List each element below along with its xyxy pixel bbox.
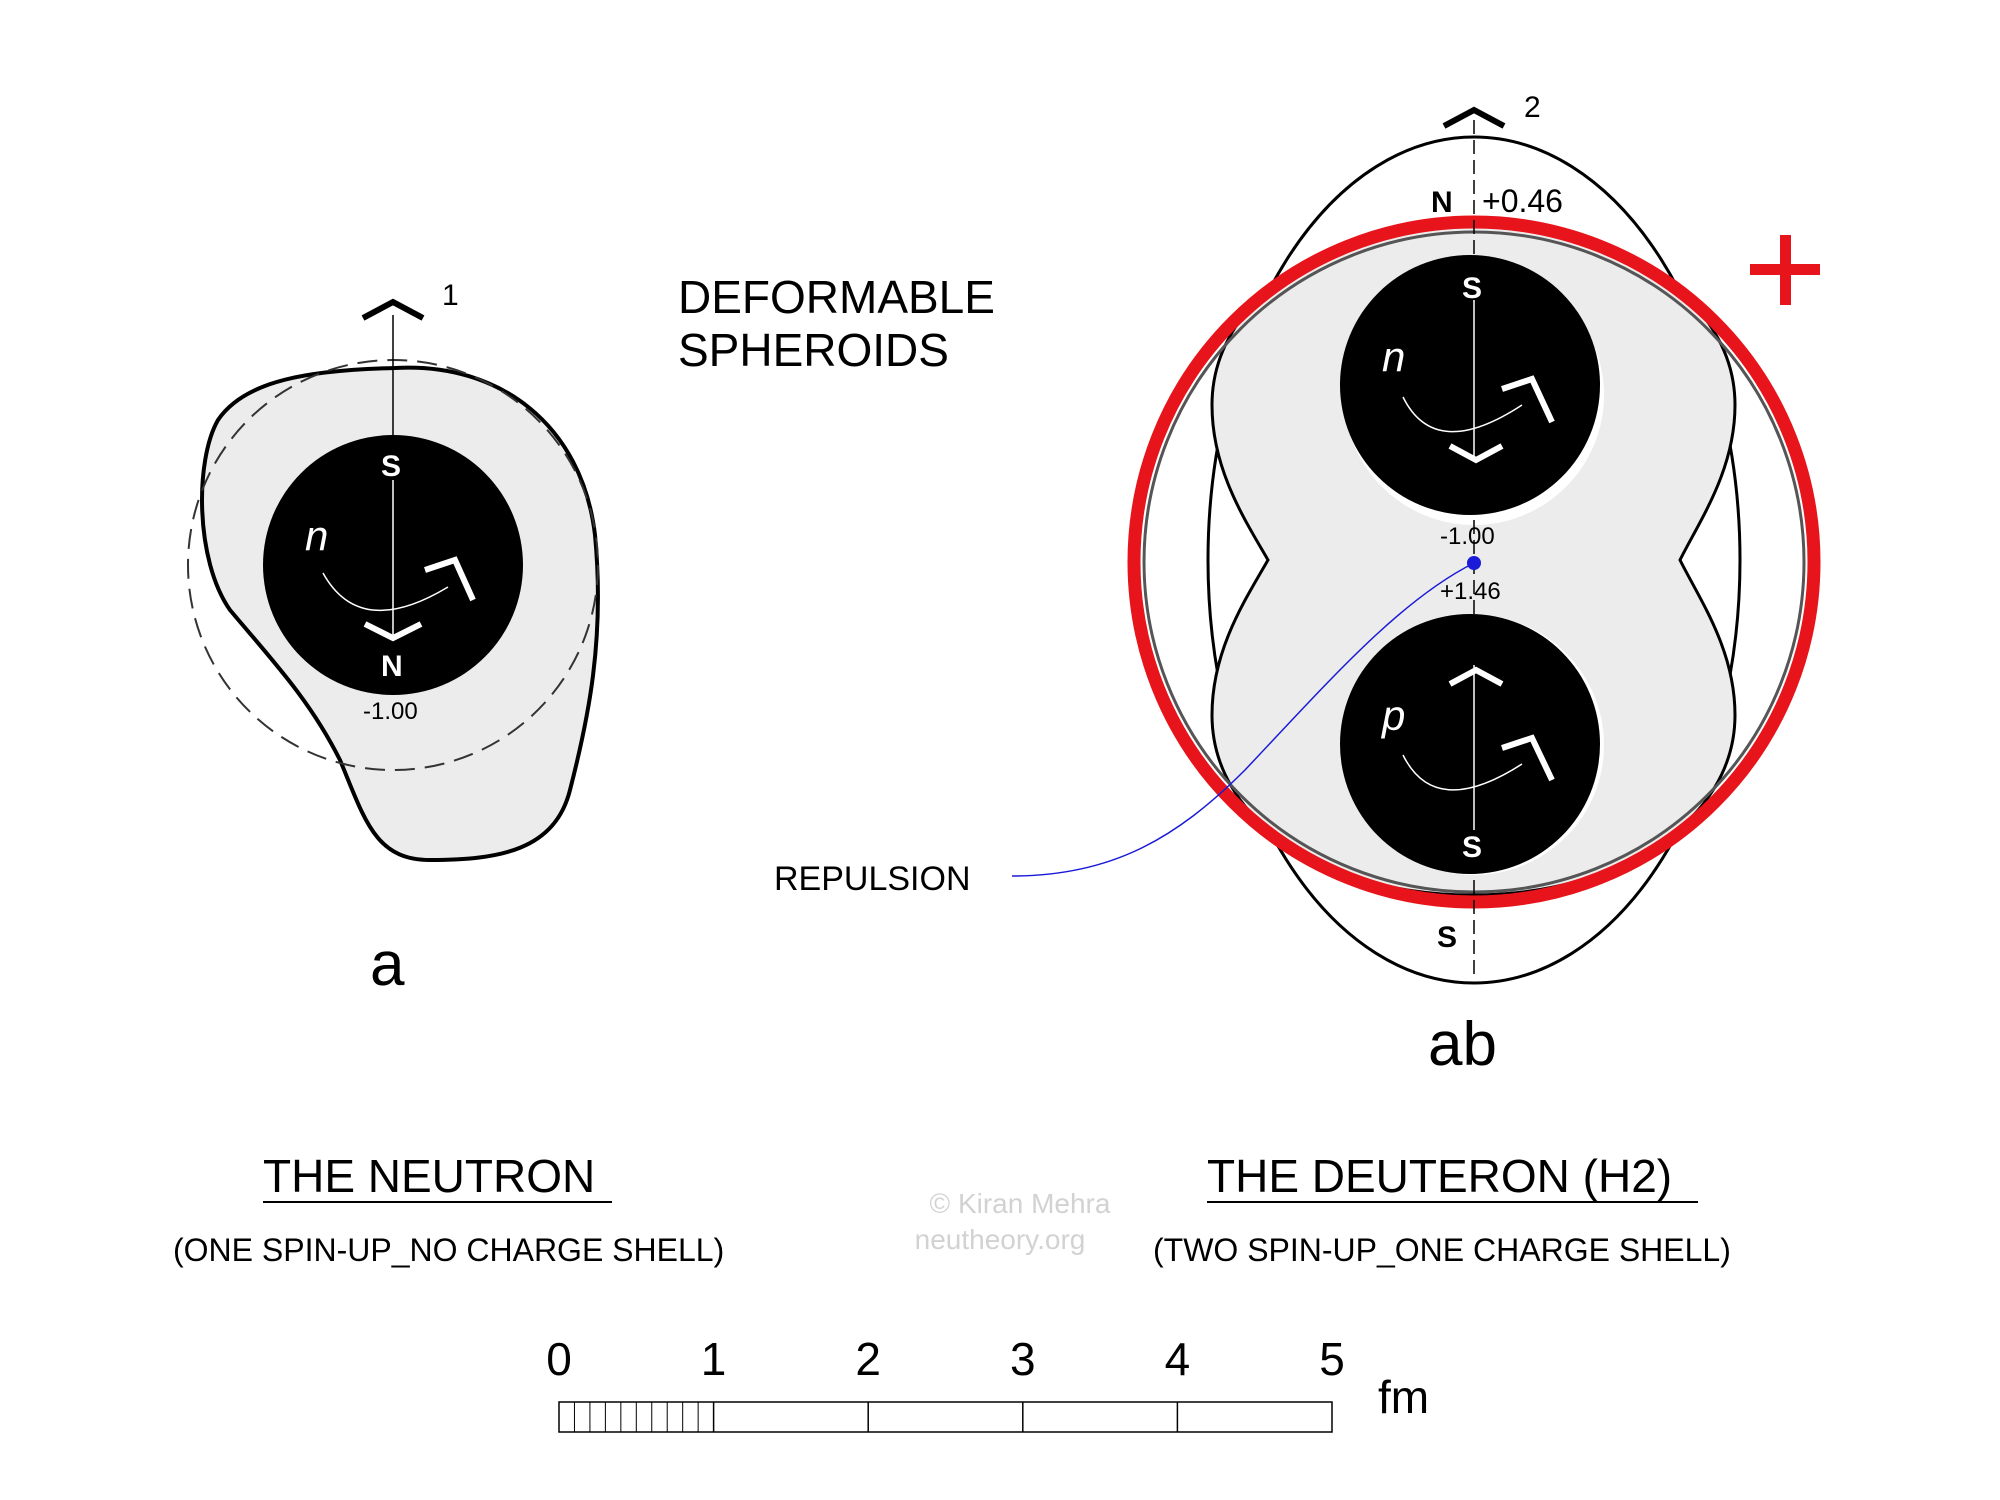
scale-bar-tick-label: 3	[1010, 1333, 1036, 1385]
neutron-spin-arc	[322, 572, 449, 612]
deuteron-lower-spin-arrow-icon	[1501, 734, 1555, 782]
deuteron-lower-pole-bottom: S	[1462, 831, 1482, 864]
scale-unit: fm	[1378, 1371, 1429, 1423]
deuteron-letter: ab	[1428, 1010, 1497, 1079]
deuteron-upper-particle-label: n	[1382, 333, 1405, 380]
neutron-axis-chevron-icon	[361, 298, 425, 321]
deuteron-figure: 2 N +0.46 S n N -1.00 +1.46 N p S S ab	[1127, 91, 1821, 1079]
repulsion-leader-line	[1011, 562, 1475, 877]
neutron-letter: a	[370, 930, 405, 999]
deuteron-lower-top-chevron-icon	[1448, 666, 1504, 687]
scale-bar: 0 1 2 3 4 5	[546, 1333, 1345, 1433]
deuteron-positive-charge-icon	[1750, 235, 1820, 305]
neutron-figure: 1 S N n -1.00 a	[187, 279, 600, 999]
neutron-subtitle: (ONE SPIN-UP_NO CHARGE SHELL)	[173, 1232, 724, 1268]
deuteron-outer-pole-top: N	[1431, 186, 1453, 219]
deuteron-axis-chevron-icon	[1442, 106, 1506, 129]
deuteron-upper-bottom-chevron-icon	[1448, 443, 1504, 464]
scale-bar-tick-label: 4	[1165, 1333, 1191, 1385]
deuteron-axis-number: 2	[1524, 91, 1541, 124]
watermark-line1: © Kiran Mehra	[930, 1188, 1111, 1219]
neutron-pole-top: S	[381, 450, 401, 483]
deuteron-upper-pole-top: S	[1462, 272, 1482, 305]
deuteron-upper-spin-arrow-icon	[1501, 375, 1555, 424]
deuteron-upper-charge: -1.00	[1440, 523, 1495, 550]
scale-bar-tick-label: 2	[855, 1333, 881, 1385]
title-line1: DEFORMABLE	[678, 271, 995, 323]
deuteron-upper-spin-arc	[1402, 396, 1523, 433]
deuteron-lower-particle-label: p	[1380, 692, 1405, 739]
deuteron-subtitle: (TWO SPIN-UP_ONE CHARGE SHELL)	[1153, 1232, 1731, 1268]
deuteron-outer-charge-top: +0.46	[1482, 183, 1563, 219]
neutron-title: THE NEUTRON	[263, 1150, 595, 1202]
title-line2: SPHEROIDS	[678, 324, 949, 376]
neutron-spin-arrow-icon	[424, 556, 476, 602]
deuteron-lower-core	[1340, 614, 1600, 874]
deuteron-upper-core	[1340, 255, 1600, 515]
deuteron-title: THE DEUTERON (H2)	[1207, 1150, 1672, 1202]
neutron-particle-label: n	[305, 512, 328, 559]
deuteron-outer-pole-bottom: S	[1437, 921, 1457, 954]
repulsion-label: REPULSION	[774, 860, 971, 898]
deuteron-upper-pole-bottom: N	[1461, 475, 1483, 508]
deuteron-outer-shell	[1206, 135, 1742, 985]
neutron-charge-value: -1.00	[363, 698, 418, 725]
scale-bar-frame	[558, 1401, 1333, 1433]
scale-bar-tick-label: 0	[546, 1333, 572, 1385]
watermark-line2: neutheory.org	[915, 1224, 1086, 1255]
deuteron-lower-spin-arc	[1402, 754, 1523, 791]
scale-bar-tick-label: 1	[701, 1333, 727, 1385]
deuteron-lower-pole-top: N	[1461, 628, 1483, 661]
deuteron-lower-charge: +1.46	[1440, 578, 1501, 605]
neutron-bottom-chevron-icon	[363, 621, 423, 642]
neutron-axis-number: 1	[442, 279, 459, 312]
neutron-pole-bottom: N	[381, 650, 403, 683]
scale-bar-tick-label: 5	[1319, 1333, 1345, 1385]
